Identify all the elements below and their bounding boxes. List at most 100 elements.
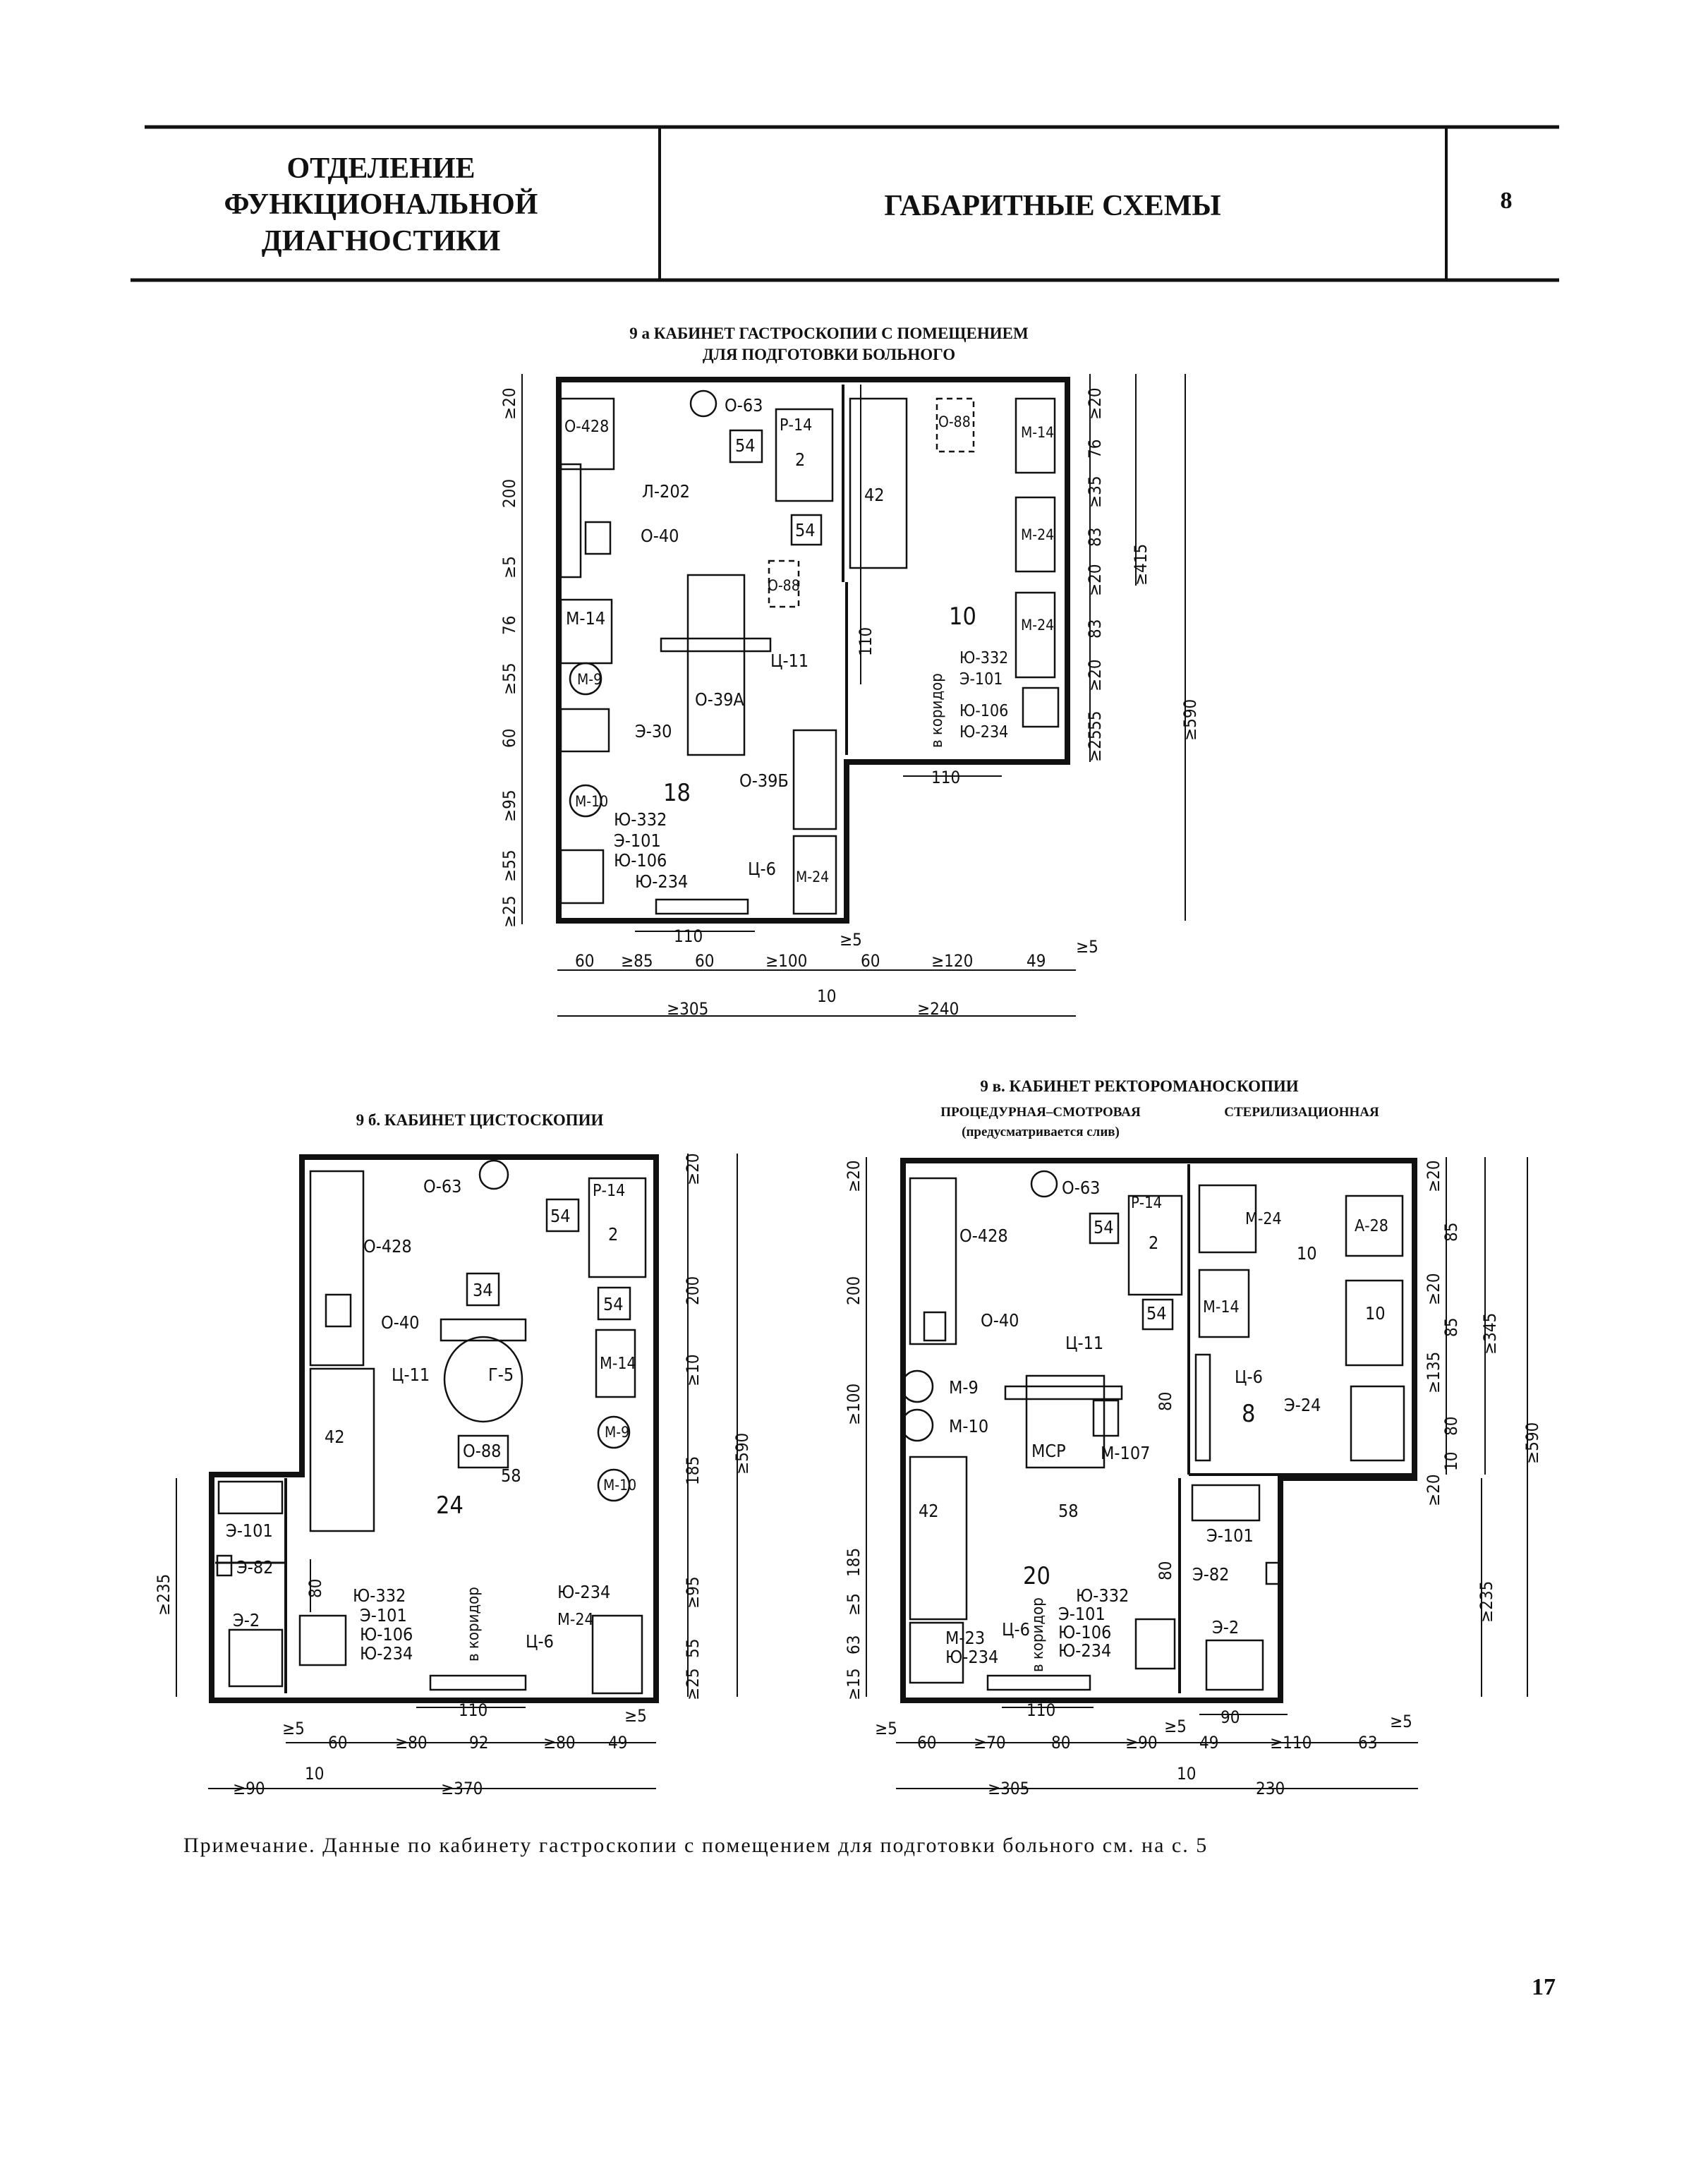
- plan-b-outer-wall: [209, 1154, 659, 1703]
- plan-a-dim: ≥5: [499, 556, 519, 579]
- plan-b-furniture: [216, 1159, 647, 1695]
- plan-a-m24-right-1: [1014, 496, 1056, 573]
- plan-c-dim: ≥15: [844, 1668, 864, 1700]
- plan-c-dim: ≥20: [1424, 1273, 1443, 1305]
- plan-a-label: М-14: [1021, 424, 1054, 441]
- plan-b-table-p14: [588, 1177, 647, 1278]
- plan-b-o88: [457, 1434, 509, 1469]
- plan-b-cabinet-o428: [309, 1170, 365, 1367]
- plan-c-labels: О-63 О-428 Р-14 54 2 М-24 А-28 10 О-40 5…: [919, 1178, 1388, 1672]
- plan-c-subtitle-left: ПРОЦЕДУРНАЯ–СМОТРОВАЯ: [940, 1105, 1141, 1120]
- plan-a-title-line1: 9 а КАБИНЕТ ГАСТРОСКОПИИ С ПОМЕЩЕНИЕМ: [629, 325, 1029, 342]
- plan-b-label: М-14: [600, 1355, 636, 1373]
- plan-c-ster-room-number: 8: [1242, 1400, 1255, 1428]
- plan-a-label: Э-101: [959, 670, 1003, 689]
- plan-a-m14-right: [1014, 397, 1056, 474]
- plan-c-dim: 80: [1156, 1561, 1175, 1580]
- plan-c-outer-wall: [900, 1158, 1417, 1703]
- plan-c-room-number: 20: [1023, 1562, 1050, 1590]
- plan-a-dim: ≥20: [1085, 564, 1105, 596]
- plan-c-e82: [1265, 1561, 1280, 1585]
- plan-a-dim: 200: [499, 479, 519, 508]
- plan-b-m9: [597, 1415, 631, 1449]
- plan-c-dim: ≥305: [988, 1779, 1029, 1798]
- plan-a-m10: [569, 784, 602, 818]
- plan-c-sink-e101: [1191, 1484, 1261, 1522]
- plan-c-dim: 80: [1156, 1392, 1175, 1411]
- plan-c-dim: ≥70: [974, 1733, 1006, 1753]
- plan-b-title: 9 б. КАБИНЕТ ЦИСТОСКОПИИ: [356, 1111, 604, 1129]
- plan-a-c6: [655, 898, 749, 915]
- plan-a-label: Ц-11: [770, 651, 808, 671]
- plan-c-label: Ю-234: [945, 1647, 998, 1667]
- plan-c-dim: 10: [1441, 1452, 1461, 1471]
- plan-a-label: М-24: [1021, 617, 1054, 634]
- plan-c-label: Э-24: [1284, 1395, 1321, 1415]
- plan-b-label: 42: [325, 1427, 345, 1447]
- plan-a-m9: [569, 662, 602, 696]
- plan-a-dim: ≥20: [499, 387, 519, 420]
- plan-b-dim: 110: [459, 1700, 487, 1720]
- plan-c-label: Ц-11: [1065, 1333, 1103, 1353]
- plan-c-label: Ц-6: [1235, 1367, 1263, 1387]
- plan-a: 9 а КАБИНЕТ ГАСТРОСКОПИИ С ПОМЕЩЕНИЕМ ДЛ…: [499, 325, 1200, 1019]
- plan-a-dim: ≥35: [1085, 476, 1105, 508]
- plan-a-furniture: [559, 389, 1060, 915]
- plan-a-label: О-39А: [695, 689, 744, 710]
- plan-a-m24-right-2: [1014, 591, 1056, 679]
- plan-a-dim: 55: [1085, 711, 1105, 730]
- plan-c-label: Ю-234: [1058, 1640, 1111, 1661]
- plan-a-dim: ≥305: [667, 999, 708, 1019]
- plan-a-dim: 110: [856, 627, 876, 656]
- plan-b-label: 54: [603, 1294, 624, 1314]
- plan-a-dim: ≥20: [1085, 387, 1105, 420]
- plan-b-sink-e101: [217, 1480, 284, 1515]
- plan-a-label: Ю-332: [614, 809, 667, 830]
- plan-c-label: 54: [1094, 1217, 1114, 1238]
- plan-c-label: МСР: [1031, 1441, 1066, 1461]
- plan-c-dim: 185: [844, 1548, 864, 1577]
- plan-c-dim: 90: [1221, 1707, 1240, 1727]
- plan-c-label: Ю-332: [1076, 1585, 1129, 1606]
- plan-c-m9: [900, 1369, 934, 1403]
- plan-c-o40: [923, 1311, 947, 1342]
- plan-c-label: Э-2: [1212, 1617, 1239, 1638]
- plan-c-label: 10: [1297, 1243, 1317, 1264]
- plan-c-dim: ≥100: [844, 1384, 864, 1425]
- plan-b-dim: ≥20: [683, 1153, 703, 1185]
- plan-a-box-54-b: [790, 514, 823, 546]
- plan-a-table-o39a: [686, 574, 746, 756]
- plan-a-couch-42: [849, 397, 908, 569]
- plan-c-dim: 85: [1441, 1223, 1461, 1242]
- plan-b-label: Ю-234: [360, 1643, 413, 1664]
- plan-a-o40: [584, 521, 612, 555]
- plan-a-label: Э-30: [635, 721, 672, 742]
- plan-c-dim: ≥110: [1270, 1733, 1312, 1753]
- plan-b-label: О-88: [463, 1441, 501, 1461]
- plan-b-dim: 92: [469, 1733, 488, 1753]
- plan-a-room-number: 18: [663, 779, 691, 807]
- plan-b-dim: ≥590: [732, 1433, 752, 1475]
- plan-a-label: 54: [795, 520, 816, 540]
- plan-c-label: 2: [1149, 1233, 1158, 1253]
- plan-b-label: 54: [550, 1206, 571, 1226]
- plan-c-dim: 63: [1358, 1733, 1377, 1753]
- plan-a-sink-l202: [559, 463, 582, 579]
- plan-a-label: О-39Б: [739, 770, 789, 791]
- plan-b-label: Э-101: [360, 1605, 407, 1626]
- section-title-line2: ФУНКЦИОНАЛЬНОЙ: [224, 188, 538, 221]
- plan-a-o88-mid: [768, 559, 800, 608]
- plan-c-m24: [1198, 1184, 1257, 1254]
- plan-a-dim: ≥120: [931, 951, 973, 971]
- plan-a-o39b: [792, 729, 837, 830]
- plan-c-dimension-lines: [866, 1157, 1528, 1789]
- plan-c-table-p14: [1127, 1194, 1183, 1296]
- plan-a-label: М-9: [577, 671, 602, 688]
- plan-b-dim: ≥25: [683, 1668, 703, 1700]
- plan-c-label: О-40: [981, 1310, 1019, 1331]
- plan-b-box-54-b: [597, 1286, 631, 1321]
- plan-a-label: М-10: [575, 793, 608, 810]
- plan-a-label: Ц-6: [748, 859, 776, 879]
- plan-b-o40: [325, 1293, 352, 1328]
